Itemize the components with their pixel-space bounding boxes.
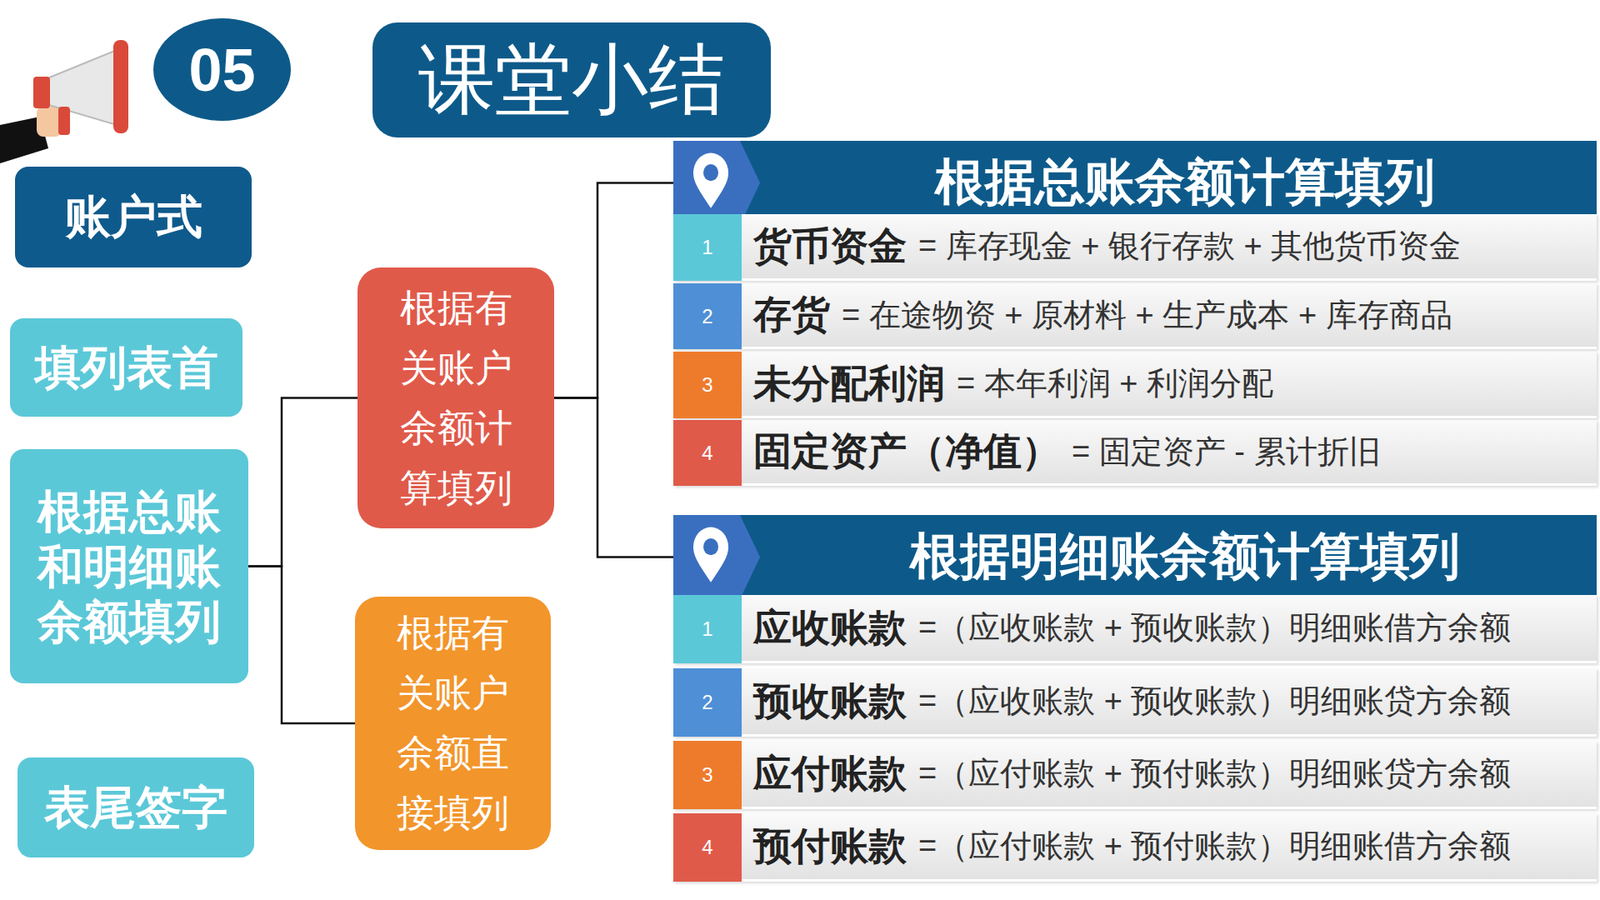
formula-row: 存货 = 在途物资 + 原材料 + 生产成本 + 库存商品 2 — [673, 283, 1597, 350]
formula-row: 预收账款 =（应收账款 + 预收账款）明细账贷方余额 2 — [673, 668, 1597, 737]
formula-row: 应收账款=（应收账款 + 预收账款）明细账借方余额 1 — [673, 595, 1597, 664]
method-box: 根据有关账户余额计算填列 — [357, 267, 555, 529]
node-text: 根据总账余额计算填列 — [935, 149, 1435, 217]
item-term: 存货 — [753, 289, 830, 341]
item-formula: = 固定资产 - 累计折旧 — [1071, 430, 1381, 474]
row-number: 3 — [673, 351, 742, 419]
formula-row: 未分配利润 = 本年利润 + 利润分配 3 — [673, 351, 1597, 419]
section-number-bubble: 05 — [153, 18, 291, 121]
node-text: 1 — [701, 617, 713, 641]
category-box: 账户式 — [15, 166, 252, 268]
item-formula: =（应付账款 + 预付账款）明细账贷方余额 — [918, 752, 1512, 795]
item-formula: =（应付账款 + 预付账款）明细账借方余额 — [918, 825, 1512, 868]
row-number: 2 — [673, 283, 742, 350]
connector-line — [554, 398, 674, 558]
section-band: 根据明细账余额计算填列 — [673, 515, 1597, 600]
row-number: 2 — [673, 668, 742, 737]
node-text: 2 — [701, 305, 713, 329]
node-text: 根据明细账余额计算填列 — [910, 523, 1460, 591]
item-formula: =（应收账款 + 预收账款）明细账借方余额 — [918, 606, 1512, 650]
row-number: 4 — [673, 420, 742, 486]
item-term: 应收账款 — [753, 602, 907, 655]
formula-row: 应付账款 =（应付账款 + 预付账款）明细账贷方余额 3 — [673, 740, 1597, 810]
item-term: 预付账款 — [753, 820, 907, 873]
node-text: 3 — [701, 373, 713, 397]
node-text: 3 — [701, 763, 713, 787]
node-text: 2 — [701, 690, 713, 715]
node-text: 05 — [188, 35, 255, 105]
item-formula: = 库存现金 + 银行存款 + 其他货币资金 — [918, 225, 1461, 268]
node-text: 4 — [701, 835, 713, 860]
formula-row: 货币资金 = 库存现金 + 银行存款 + 其他货币资金 1 — [673, 214, 1597, 281]
pin-icon — [673, 140, 765, 225]
category-box: 根据总账和明细账余额填列 — [10, 449, 249, 684]
method-box: 根据有关账户余额直接填列 — [355, 596, 551, 850]
category-box: 填列表首 — [10, 318, 243, 417]
row-number: 4 — [673, 813, 742, 882]
node-text: 根据有关账户余额直接填列 — [395, 603, 510, 844]
node-text: 根据总账和明细账余额填列 — [35, 484, 224, 650]
formula-row: 固定资产（净值）= 固定资产 - 累计折旧 4 — [673, 420, 1597, 486]
item-formula: = 在途物资 + 原材料 + 生产成本 + 库存商品 — [841, 294, 1453, 337]
formula-row: 预付账款 =（应付账款 + 预付账款）明细账借方余额 4 — [673, 813, 1597, 882]
node-text: 根据有关账户余额计算填列 — [398, 278, 513, 519]
section-band: 根据总账余额计算填列 — [673, 140, 1597, 225]
title-box: 课堂小结 — [372, 22, 771, 138]
row-number: 3 — [673, 740, 742, 810]
node-text: 账户式 — [65, 186, 203, 249]
row-number: 1 — [673, 595, 742, 664]
item-term: 固定资产（净值） — [753, 425, 1060, 478]
title-text: 课堂小结 — [418, 28, 725, 132]
item-term: 未分配利润 — [753, 358, 945, 410]
connector-line — [554, 183, 674, 399]
item-term: 预收账款 — [753, 675, 907, 728]
item-term: 货币资金 — [753, 220, 907, 273]
item-term: 应付账款 — [753, 748, 907, 800]
node-text: 1 — [701, 235, 713, 260]
connector-line — [248, 566, 355, 725]
node-text: 填列表首 — [32, 340, 221, 395]
node-text: 4 — [701, 441, 713, 465]
node-text: 表尾签字 — [41, 780, 230, 835]
connector-line — [248, 398, 358, 567]
row-number: 1 — [673, 214, 742, 281]
category-box: 表尾签字 — [17, 757, 255, 858]
item-formula: = 本年利润 + 利润分配 — [956, 362, 1274, 405]
pin-icon — [673, 515, 765, 600]
megaphone-icon — [0, 40, 129, 164]
item-formula: =（应收账款 + 预收账款）明细账贷方余额 — [918, 680, 1512, 723]
